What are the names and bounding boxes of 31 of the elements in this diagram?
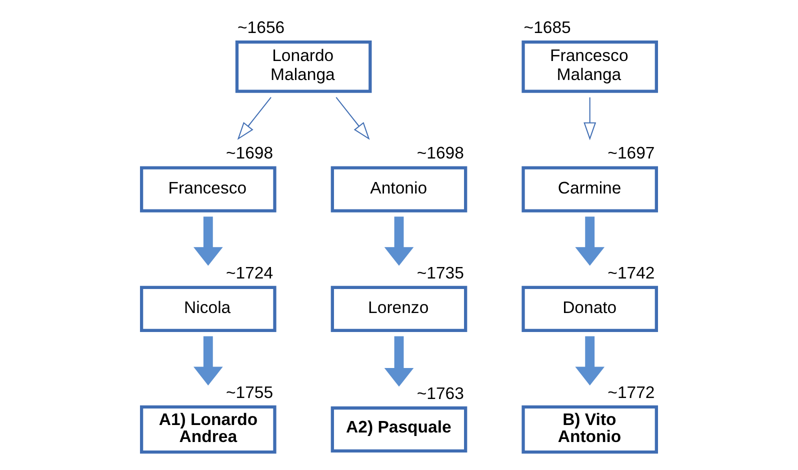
arrow: [575, 336, 605, 385]
arrow: [384, 336, 414, 386]
node-box: Carmine: [522, 166, 658, 212]
node-box: Lonardo Malanga: [235, 40, 372, 92]
node-box: A2) Pasquale: [330, 406, 468, 452]
node-label: ~1656: [238, 17, 285, 36]
arrow: [237, 96, 272, 140]
node-box: Antonio: [330, 166, 468, 212]
node-label: ~1763: [416, 383, 464, 402]
node-label: ~1698: [226, 143, 274, 162]
node-box: B) Vito Antonio: [522, 404, 658, 454]
arrow: [336, 96, 370, 140]
node-label: ~1685: [524, 17, 571, 36]
arrow: [584, 96, 596, 140]
node-box: Donato: [522, 285, 658, 332]
node-box: Lorenzo: [330, 285, 468, 332]
arrow: [193, 336, 223, 385]
node-label: ~1742: [608, 262, 655, 282]
node-label: ~1724: [226, 262, 274, 282]
node-box: Francesco Malanga: [522, 40, 658, 92]
node-label: ~1698: [416, 143, 464, 162]
node-box: Francesco: [140, 166, 276, 212]
node-box: A1) Lonardo Andrea: [140, 404, 276, 454]
arrow: [193, 216, 223, 266]
node-label: ~1697: [608, 143, 655, 162]
arrow: [384, 216, 414, 266]
arrow: [575, 216, 605, 266]
node-label: ~1755: [226, 382, 274, 402]
node-label: ~1772: [608, 382, 655, 402]
node-box: Nicola: [140, 285, 276, 332]
node-label: ~1735: [416, 262, 464, 282]
